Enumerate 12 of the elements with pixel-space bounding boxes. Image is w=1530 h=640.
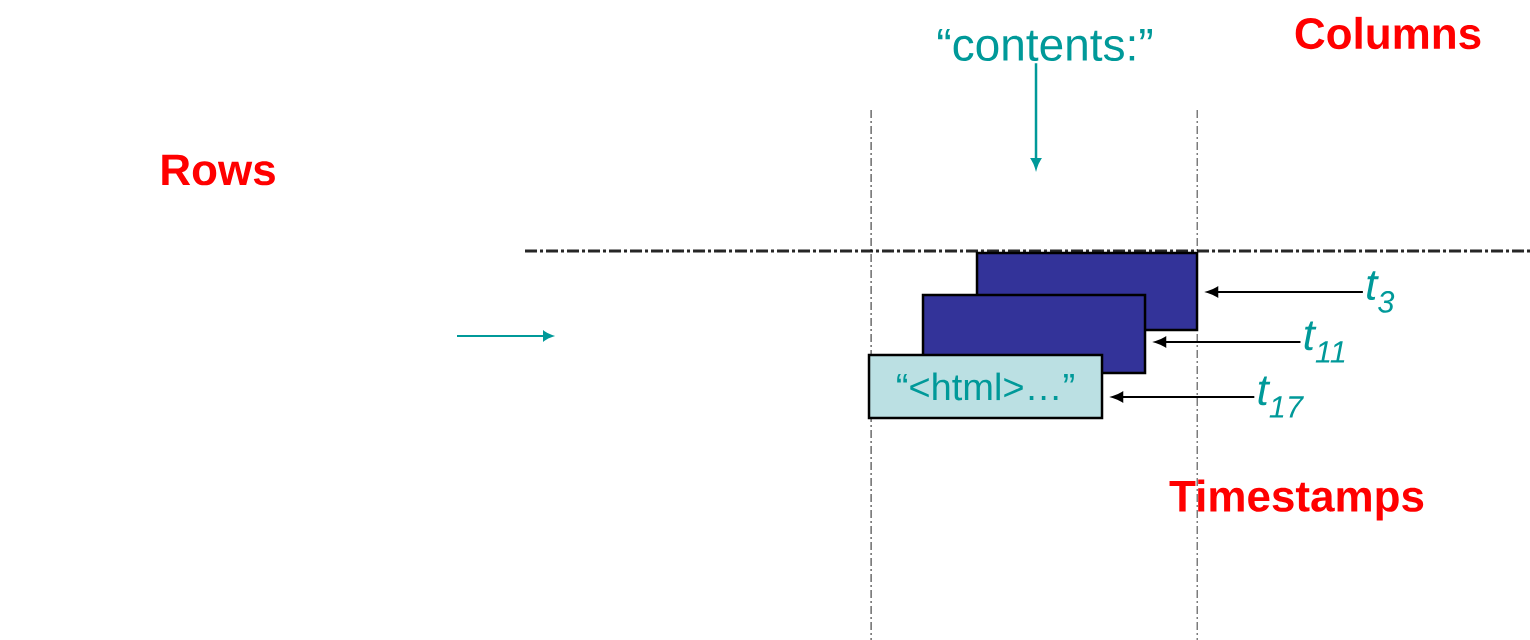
arrow — [1111, 391, 1256, 403]
heading-label: Timestamps — [1169, 479, 1424, 521]
heading-label: Rows — [162, 154, 275, 186]
arrow — [1154, 336, 1302, 348]
arrow — [1031, 63, 1041, 169]
arrow — [1206, 286, 1364, 298]
column-label: “contents:” — [938, 28, 1152, 62]
timestamp-label: t$_{11}$ — [1304, 321, 1345, 363]
timestamp-label: t$_{17}$ — [1258, 376, 1304, 418]
heading-label: Columns — [1295, 16, 1481, 50]
cell-version-box: “<html>…” — [867, 353, 1104, 420]
timestamp-label: t$_{3}$ — [1367, 271, 1395, 313]
